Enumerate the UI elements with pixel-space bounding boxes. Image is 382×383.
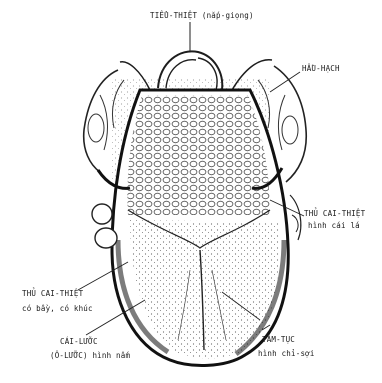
label-fungiform-desc: (Ô-LƯỠC) hình nấm [50, 352, 130, 360]
label-fungiform-title: CÁI-LƯỠC [60, 338, 98, 346]
label-filiform-desc: hình chỉ-sợi [258, 350, 315, 358]
tongue-body [112, 90, 288, 365]
label-epiglottis: TIỂU-THIỆT (nắp-giọng) [150, 12, 254, 20]
label-filiform-title: TÂM-TỤC [262, 336, 295, 344]
label-leaf-papillae-desc: hình cái lá [308, 222, 360, 230]
label-papillae-left-desc: có bầy, có khúc [22, 305, 93, 313]
label-leaf-papillae-title: THỦ CAI-THIỆT [304, 210, 365, 218]
label-pharynx: HẦU-HẠCH [302, 65, 340, 73]
label-papillae-left-title: THỦ CAI-THIỆT [22, 290, 83, 298]
